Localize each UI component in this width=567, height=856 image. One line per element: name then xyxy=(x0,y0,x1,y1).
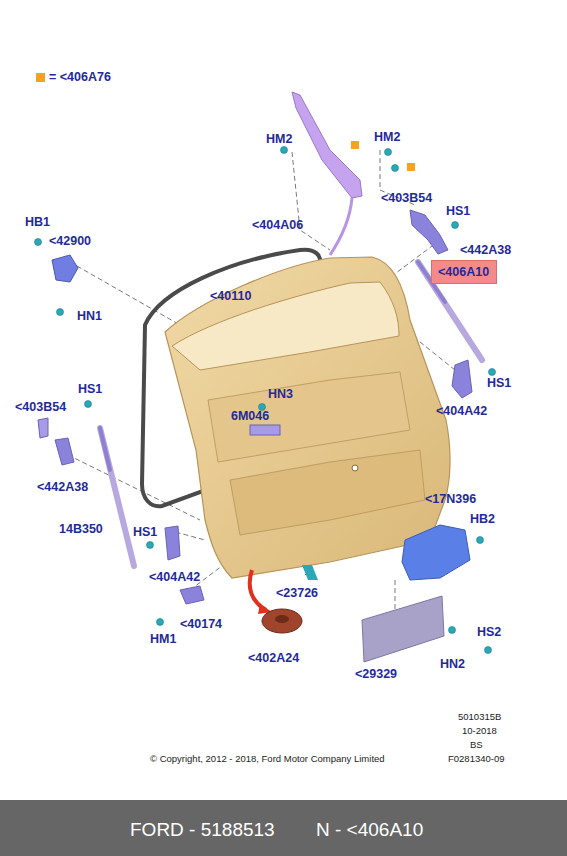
strut-clip xyxy=(38,418,48,438)
note-text: BS xyxy=(470,739,483,751)
legend-entry: = <406A76 xyxy=(36,70,111,84)
seal-roll xyxy=(262,609,302,633)
callout-number: <42900 xyxy=(49,234,91,248)
note-text: © Copyright, 2012 - 2018, Ford Motor Com… xyxy=(150,753,385,765)
callout-number: HS1 xyxy=(133,525,157,539)
strut-ball-stud xyxy=(165,526,180,560)
callout-number: HS1 xyxy=(487,376,511,390)
callout-number: <40110 xyxy=(210,289,251,303)
highlight-box: <406A10 xyxy=(431,260,497,284)
callout-number: HS1 xyxy=(446,204,470,218)
callout-number: HN1 xyxy=(77,309,102,323)
callout-number: HM2 xyxy=(374,130,400,144)
strut-ball-stud xyxy=(452,360,472,398)
gas-strut-left xyxy=(100,428,134,566)
callout-number: HS1 xyxy=(78,382,102,396)
tailgate-panel xyxy=(165,257,450,578)
bolt xyxy=(392,165,399,172)
callout-number: HB2 xyxy=(470,512,495,526)
trim-panel xyxy=(362,596,444,662)
gas-strut-rod xyxy=(100,428,110,470)
clip xyxy=(302,565,318,580)
callout-number: <404A42 xyxy=(149,570,200,584)
bolt xyxy=(489,369,496,376)
footer-text: N - <406A10 xyxy=(316,819,423,841)
callout-number: <442A38 xyxy=(460,243,511,257)
callout-number: <402A24 xyxy=(248,651,299,665)
callout-number: HM1 xyxy=(150,632,176,646)
handle-switch xyxy=(250,425,280,435)
callout-number: <29329 xyxy=(355,667,397,681)
callout-number: <40174 xyxy=(180,617,222,631)
callout-number: HB1 xyxy=(25,215,50,229)
legend-marker xyxy=(351,141,359,149)
callout-number: <404A42 xyxy=(436,404,487,418)
callout-number: HM2 xyxy=(266,132,292,146)
bolt xyxy=(477,537,484,544)
lock-hole xyxy=(352,465,358,471)
bolt xyxy=(157,619,164,626)
tailgate-lower-panel xyxy=(230,450,425,535)
washer-hose xyxy=(330,198,352,255)
note-text: 5010315B xyxy=(458,711,501,723)
bolt xyxy=(281,147,288,154)
bolt xyxy=(147,542,154,549)
seal-roll-core xyxy=(275,615,289,623)
nut xyxy=(57,309,64,316)
strut-bracket xyxy=(410,210,448,254)
callout-number: 14B350 xyxy=(59,522,103,536)
hinge xyxy=(52,255,78,282)
license-lamp-bracket xyxy=(402,525,470,580)
callout-number: HN3 xyxy=(268,387,293,401)
legend-marker xyxy=(407,163,415,171)
leader-lines xyxy=(68,150,455,615)
fasteners xyxy=(35,147,496,654)
callout-number: <403B54 xyxy=(15,400,66,414)
bolt xyxy=(385,149,392,156)
callout-number: 6M046 xyxy=(231,409,269,423)
callout-number: <442A38 xyxy=(37,480,88,494)
leader-line xyxy=(292,152,330,250)
bolt xyxy=(485,647,492,654)
red-arrow xyxy=(250,570,266,610)
callout-number: <17N396 xyxy=(425,492,476,506)
highlighted-callout: <406A10 xyxy=(438,265,490,279)
latch-striker xyxy=(180,586,204,604)
footer-text: FORD - 5188513 xyxy=(130,819,275,841)
footer-band: FORD - 5188513 N - <406A10 xyxy=(0,800,567,856)
nut xyxy=(449,627,456,634)
callout-number: <23726 xyxy=(276,586,318,600)
legend-text: = <406A76 xyxy=(49,70,111,84)
bolt xyxy=(35,239,42,246)
legend-swatch xyxy=(36,73,45,82)
wiper-motor-cover xyxy=(292,92,362,198)
strut-bracket xyxy=(55,438,74,465)
callout-number: HS2 xyxy=(477,625,501,639)
tailgate-window-opening xyxy=(172,282,399,370)
note-text: 10-2018 xyxy=(462,725,497,737)
callout-number: <404A06 xyxy=(252,218,303,232)
bolt xyxy=(452,222,459,229)
callout-number: <403B54 xyxy=(381,191,432,205)
callout-number: HN2 xyxy=(440,657,465,671)
bolt xyxy=(85,401,92,408)
note-text: F0281340-09 xyxy=(448,753,505,765)
tailgate-inner-frame xyxy=(208,372,410,462)
